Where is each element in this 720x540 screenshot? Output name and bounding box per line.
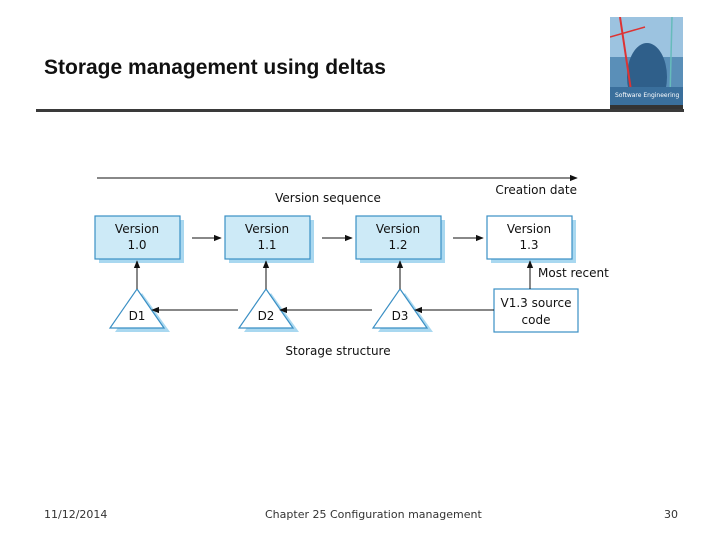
footer-date: 11/12/2014 <box>44 508 108 521</box>
version-box: Version 1.0 <box>94 215 184 263</box>
version-label: Version <box>245 222 289 236</box>
version-number: 1.0 <box>127 238 146 252</box>
version-label: Version <box>376 222 420 236</box>
page-number: 30 <box>664 508 678 521</box>
storage-structure-label: Storage structure <box>285 344 390 358</box>
version-label: Version <box>507 222 551 236</box>
source-code-box: V1.3 source code <box>493 288 579 333</box>
creation-date-label: Creation date <box>495 183 577 197</box>
cover-title: Software Engineering <box>615 92 680 99</box>
delta-label: D3 <box>392 309 409 323</box>
most-recent-label: Most recent <box>538 266 609 280</box>
version-box: Version 1.2 <box>355 215 445 263</box>
version-number: 1.2 <box>388 238 407 252</box>
delta-triangle: D3 <box>371 287 433 332</box>
title-divider <box>36 109 684 112</box>
delta-label: D1 <box>129 309 146 323</box>
version-number: 1.1 <box>257 238 276 252</box>
delta-label: D2 <box>258 309 275 323</box>
footer-chapter: Chapter 25 Configuration management <box>265 508 482 521</box>
version-label: Version <box>115 222 159 236</box>
version-box: Version 1.1 <box>224 215 314 263</box>
book-cover-image: Software Engineering <box>610 17 683 109</box>
version-number: 1.3 <box>519 238 538 252</box>
slide-title: Storage management using deltas <box>44 56 386 79</box>
svg-text:code: code <box>522 313 551 327</box>
version-box: Version 1.3 <box>486 215 576 263</box>
delta-triangle: D1 <box>108 287 170 332</box>
version-sequence-label: Version sequence <box>275 191 381 205</box>
svg-text:V1.3 source: V1.3 source <box>501 296 572 310</box>
